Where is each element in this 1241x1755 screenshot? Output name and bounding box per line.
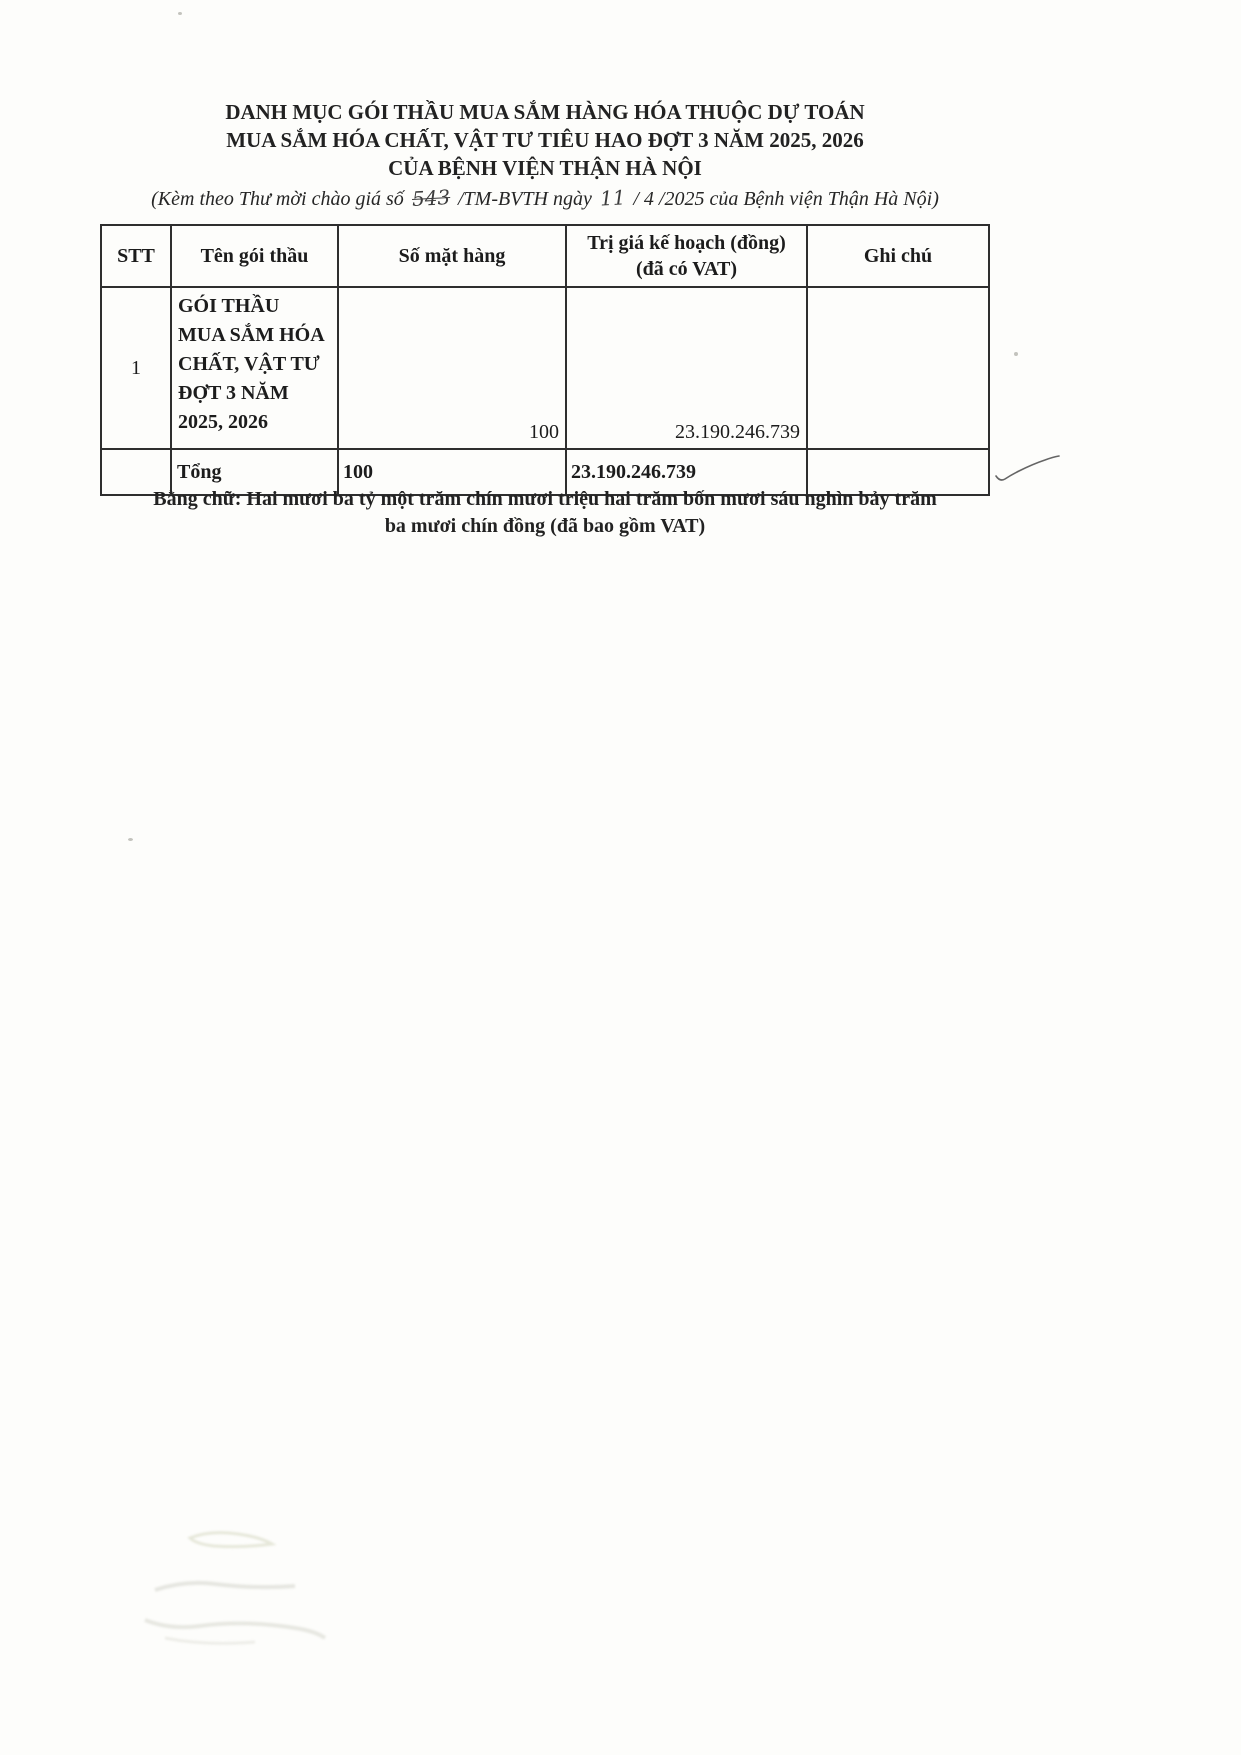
doc-title-line-3: CỦA BỆNH VIỆN THẬN HÀ NỘI [388,156,702,180]
table-row: 1 GÓI THẦU MUA SẮM HÓA CHẤT, VẬT TƯ ĐỢT … [100,286,990,450]
col-header-value: Trị giá kế hoạch (đồng) (đã có VAT) [565,224,808,288]
subtitle-middle: /TM-BVTH ngày [458,188,592,210]
document-header: DANH MỤC GÓI THẦU MUA SẮM HÀNG HÓA THUỘC… [100,98,990,211]
total-quantity: 100 [337,448,567,496]
subtitle-suffix: / 4 /2025 của Bệnh viện Thận Hà Nội) [633,188,939,210]
total-stt-empty [100,448,172,496]
subtitle-prefix: (Kèm theo Thư mời chào giá số [151,188,404,210]
procurement-table: STT Tên gói thầu Số mặt hàng Trị giá kế … [100,224,990,496]
scan-speck [128,838,133,841]
handwritten-doc-number: 543 [411,185,451,211]
scan-speck [1014,352,1018,356]
table-total-row: Tổng 100 23.190.246.739 [100,448,990,496]
total-label: Tổng [170,448,339,496]
doc-title-line-1: DANH MỤC GÓI THẦU MUA SẮM HÀNG HÓA THUỘC… [225,100,865,124]
col-header-stt: STT [100,224,172,288]
col-header-name: Tên gói thầu [170,224,339,288]
doc-title-line-2: MUA SẮM HÓA CHẤT, VẬT TƯ TIÊU HAO ĐỢT 3 … [226,128,864,152]
row-stt: 1 [100,286,172,450]
table-header-row: STT Tên gói thầu Số mặt hàng Trị giá kế … [100,224,990,288]
handwritten-squiggle-mark [995,455,1060,481]
row-value: 23.190.246.739 [565,286,808,450]
col-header-note: Ghi chú [806,224,990,288]
doc-subtitle: (Kèm theo Thư mời chào giá số 543 /TM-BV… [100,185,990,211]
total-note [806,448,990,496]
col-header-quantity: Số mặt hàng [337,224,567,288]
row-package-name: GÓI THẦU MUA SẮM HÓA CHẤT, VẬT TƯ ĐỢT 3 … [170,286,339,450]
scan-speck [178,12,182,15]
total-value: 23.190.246.739 [565,448,808,496]
handwritten-day: 11 [599,185,626,211]
amount-in-words: Bằng chữ: Hai mươi ba tỷ một trăm chín m… [153,488,937,537]
row-quantity: 100 [337,286,567,450]
col-header-value-line2: (đã có VAT) [635,258,738,280]
stamp-smudge [144,1531,327,1645]
col-header-value-line1: Trị giá kế hoạch (đồng) [587,232,786,254]
row-note [806,286,990,450]
